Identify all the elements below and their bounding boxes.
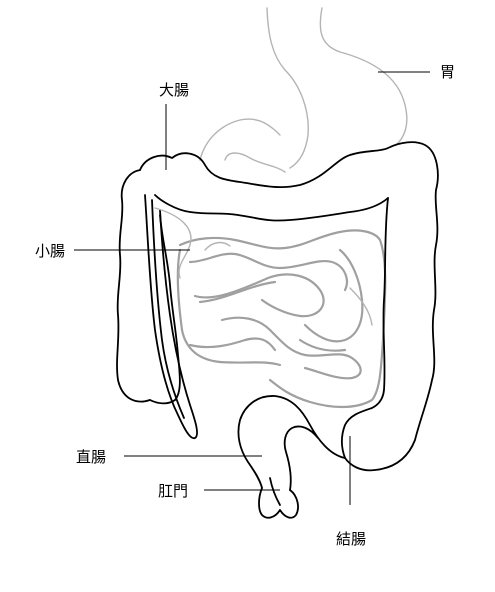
rectum-label: 直腸 xyxy=(76,448,106,466)
stomach-label: 胃 xyxy=(440,63,455,81)
large-intestine-shape xyxy=(116,141,439,472)
small-intestine-label: 小腸 xyxy=(35,242,65,260)
stomach-shape xyxy=(199,7,408,173)
anus-label: 肛門 xyxy=(158,482,188,500)
large-intestine-label: 大腸 xyxy=(159,81,189,99)
rectum-shape xyxy=(237,395,346,519)
colon-label: 結腸 xyxy=(336,530,366,548)
small-intestine-shape xyxy=(176,229,387,409)
